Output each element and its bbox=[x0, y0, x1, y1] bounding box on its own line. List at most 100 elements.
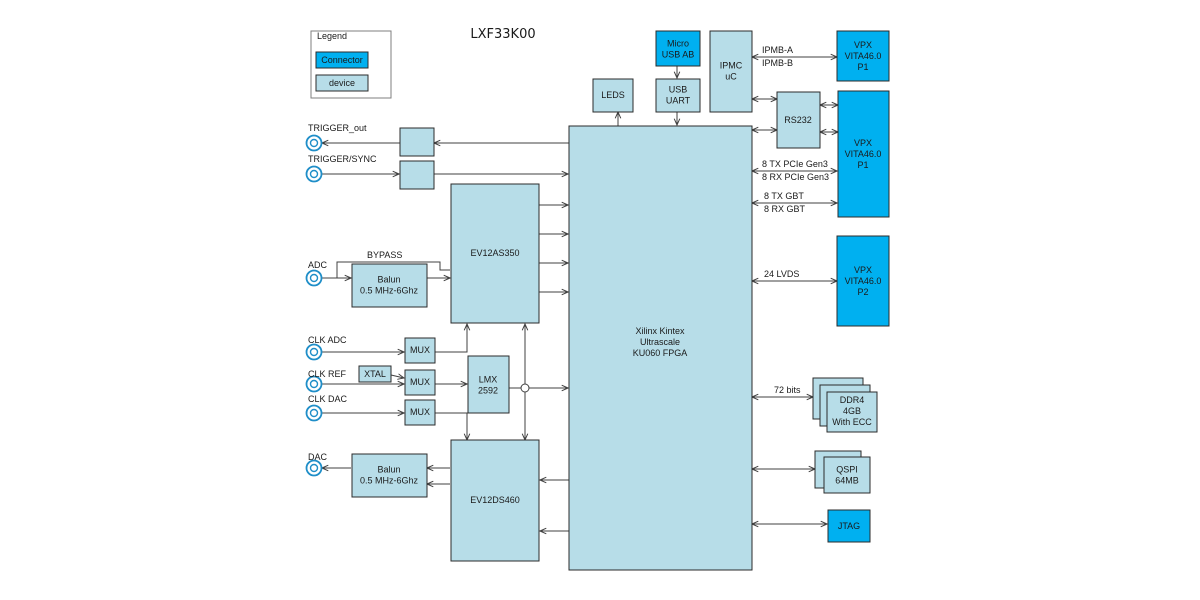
rs232-line: RS232 bbox=[784, 115, 812, 125]
vpx-p1-connector bbox=[837, 90, 890, 218]
balun-adc-line: 0.5 MHz-6Ghz bbox=[360, 286, 419, 296]
adc-chip-line: EV12AS350 bbox=[470, 248, 519, 258]
jtag-connector bbox=[827, 509, 871, 543]
clk-ref-label: CLK REF bbox=[308, 369, 347, 379]
balun-dac-block bbox=[351, 453, 428, 498]
rx-pcie-label: 8 RX PCIe Gen3 bbox=[762, 172, 829, 182]
trigger-sync-buffer bbox=[399, 160, 435, 190]
tx-gbt-label: 8 TX GBT bbox=[764, 191, 804, 201]
vpx-p1-top-connector bbox=[836, 30, 890, 82]
ddr4-line: DDR4 bbox=[840, 395, 865, 405]
mux-clk-dac-block bbox=[404, 399, 436, 426]
fpga-block bbox=[568, 125, 753, 571]
ddr4-block bbox=[826, 391, 878, 433]
fpga-line: Ultrascale bbox=[640, 337, 680, 347]
vpx-p2-connector bbox=[836, 235, 890, 327]
qspi-block bbox=[823, 456, 871, 494]
balun-adc-block bbox=[351, 263, 428, 308]
xtal-block bbox=[358, 365, 392, 383]
clk-dac-jack-icon bbox=[305, 404, 323, 422]
ddr4-line: 4GB bbox=[843, 406, 861, 416]
ipmc-line: uC bbox=[725, 72, 737, 82]
mux-clk-adc-line: MUX bbox=[410, 345, 430, 355]
ipmb-b-label: IPMB-B bbox=[762, 58, 793, 68]
vpx-p1-line: VPX bbox=[854, 138, 872, 148]
lvds-label: 24 LVDS bbox=[764, 269, 799, 279]
dac-chip-block bbox=[450, 439, 540, 562]
fpga-line: KU060 FPGA bbox=[633, 348, 688, 358]
clk-adc-jack-icon bbox=[305, 343, 323, 361]
trigger-sync-label: TRIGGER/SYNC bbox=[308, 154, 377, 164]
lmx-line: LMX bbox=[479, 375, 498, 385]
connection-lines bbox=[322, 57, 838, 531]
vpx-p1-line: P1 bbox=[857, 160, 868, 170]
mux-clk-adc-label: MUX bbox=[410, 345, 430, 355]
fpga-line: Xilinx Kintex bbox=[635, 326, 685, 336]
vpx-p2-line: VITA46.0 bbox=[845, 276, 882, 286]
clk-ref-jack-icon bbox=[305, 375, 323, 393]
jtag-line: JTAG bbox=[838, 521, 860, 531]
clk-dac-label: CLK DAC bbox=[308, 394, 348, 404]
legend: Legend Connector device bbox=[310, 30, 392, 99]
balun-adc-line: Balun bbox=[377, 275, 400, 285]
ipmc-block bbox=[709, 30, 753, 113]
vpx-p1-top-line: P1 bbox=[857, 62, 868, 72]
vpx-p1-top-line: VPX bbox=[854, 40, 872, 50]
xtal-label: XTAL bbox=[364, 369, 386, 379]
dac-label: DAC bbox=[308, 452, 328, 462]
vpx-p2-line: VPX bbox=[854, 265, 872, 275]
lmx-block bbox=[467, 355, 510, 414]
legend-device-label: device bbox=[329, 78, 355, 88]
qspi-line: 64MB bbox=[835, 476, 859, 486]
adc-chip-label: EV12AS350 bbox=[470, 248, 519, 258]
rs232-block bbox=[776, 91, 821, 149]
ipmb-a-label: IPMB-A bbox=[762, 45, 793, 55]
xtal-line: XTAL bbox=[364, 369, 386, 379]
micro-usb-line: USB AB bbox=[662, 50, 695, 60]
vpx-p2-line: P2 bbox=[857, 287, 868, 297]
dac-jack-icon bbox=[305, 459, 323, 477]
lmx-line: 2592 bbox=[478, 386, 498, 396]
mux-clk-ref-label: MUX bbox=[410, 377, 430, 387]
vpx-p1-line: VITA46.0 bbox=[845, 149, 882, 159]
jtag-label: JTAG bbox=[838, 521, 860, 531]
mux-clk-dac-line: MUX bbox=[410, 407, 430, 417]
trigger-out-jack-icon bbox=[305, 134, 323, 152]
usb-uart-line: UART bbox=[666, 96, 691, 106]
signal-labels: TRIGGER_out TRIGGER/SYNC ADC BYPASS CLK … bbox=[308, 45, 829, 462]
balun-dac-line: Balun bbox=[377, 465, 400, 475]
legend-connector-swatch bbox=[315, 51, 369, 69]
coax-jacks bbox=[305, 134, 323, 477]
micro-usb-line: Micro bbox=[667, 39, 689, 49]
mux-clk-dac-label: MUX bbox=[410, 407, 430, 417]
qspi-line: QSPI bbox=[836, 465, 858, 475]
micro-usb-connector bbox=[655, 30, 701, 67]
adc-label: ADC bbox=[308, 260, 328, 270]
trigger-out-label: TRIGGER_out bbox=[308, 123, 367, 133]
ddr4-line: With ECC bbox=[832, 417, 872, 427]
tx-pcie-label: 8 TX PCIe Gen3 bbox=[762, 159, 828, 169]
trigger-sync-jack-icon bbox=[305, 165, 323, 183]
vpx-p1-top-line: VITA46.0 bbox=[845, 51, 882, 61]
legend-device-swatch bbox=[315, 74, 369, 92]
trigger-out-buffer bbox=[399, 127, 435, 157]
balun-dac-line: 0.5 MHz-6Ghz bbox=[360, 476, 419, 486]
leds-line: LEDS bbox=[601, 90, 625, 100]
ipmc-line: IPMC bbox=[720, 61, 743, 71]
adc-chip-block bbox=[450, 183, 540, 324]
usb-uart-block bbox=[655, 78, 701, 113]
adc-jack-icon bbox=[305, 269, 323, 287]
leds-label: LEDS bbox=[601, 90, 625, 100]
legend-heading: Legend bbox=[317, 31, 347, 41]
